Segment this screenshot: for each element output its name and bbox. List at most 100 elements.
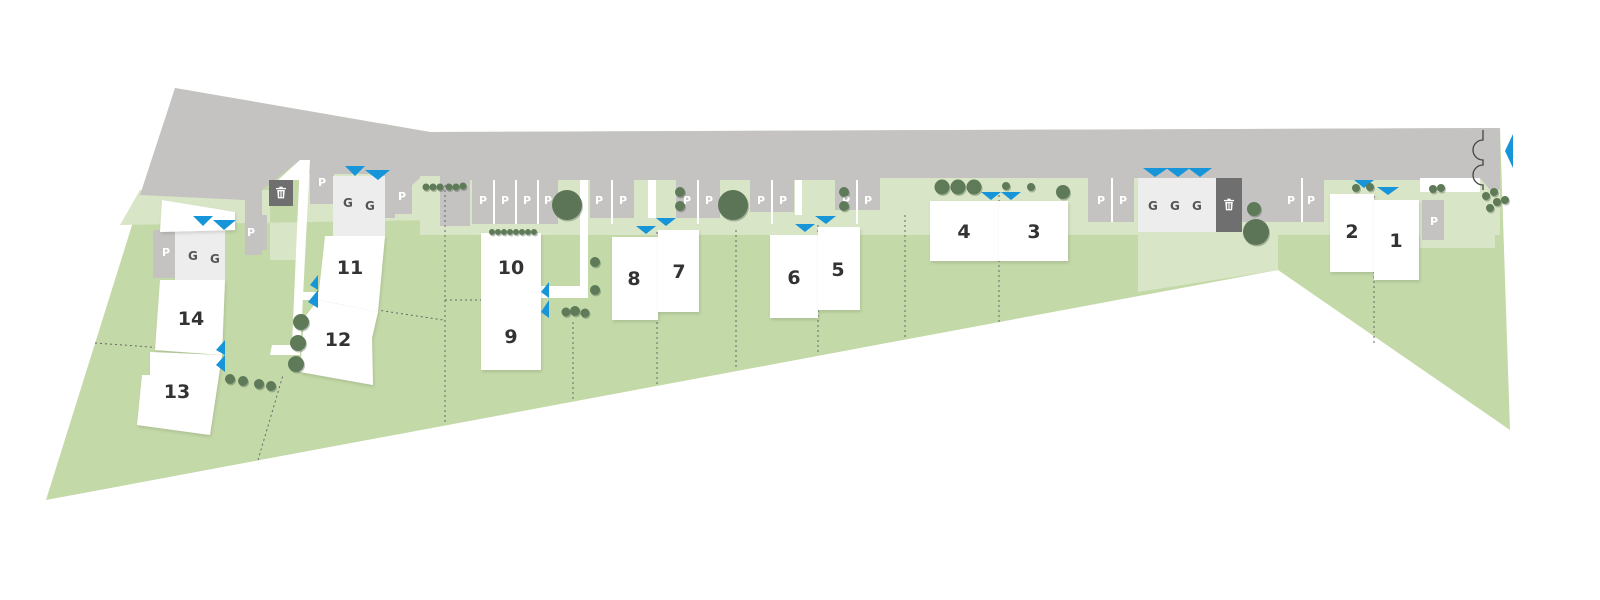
parking-label: P <box>595 194 603 207</box>
tree-icon <box>1501 196 1509 204</box>
tree-icon <box>590 257 600 267</box>
house-number: 11 <box>337 257 363 279</box>
parking-label: P <box>842 194 850 207</box>
house-9[interactable] <box>481 300 541 370</box>
garages: G G G G G G G <box>175 176 1218 280</box>
house-11[interactable] <box>318 236 385 312</box>
house-number: 13 <box>164 381 190 403</box>
parking-spot <box>388 176 412 214</box>
tree-icon <box>459 182 467 190</box>
tree-icon <box>934 179 950 195</box>
garage-block-east <box>1138 178 1218 232</box>
tree-icon <box>225 374 235 384</box>
parking-spot <box>494 180 516 224</box>
house-4[interactable] <box>930 201 999 261</box>
house-7[interactable] <box>658 230 699 312</box>
footpath-8 <box>580 180 588 298</box>
house-number: 6 <box>787 267 800 289</box>
footpath-bin <box>278 160 300 180</box>
tree-icon <box>1486 204 1494 212</box>
parking-spot <box>1090 178 1112 222</box>
house-5[interactable] <box>818 227 860 310</box>
house-10[interactable] <box>481 233 541 300</box>
house-12[interactable] <box>300 300 378 385</box>
tree-icon <box>254 379 264 389</box>
entrance-marker-icon <box>1354 180 1374 188</box>
house-number: 12 <box>325 329 351 351</box>
tree-icon <box>1027 183 1035 191</box>
house-6[interactable] <box>770 235 818 318</box>
tree-icon <box>495 229 501 235</box>
tree-icon <box>1366 183 1374 191</box>
tree-icon <box>489 229 495 235</box>
parking-spot <box>772 180 794 212</box>
tree-icon <box>590 285 600 295</box>
parking-spot <box>472 180 494 224</box>
footpath-12 <box>300 292 320 300</box>
tree-icon <box>436 183 444 191</box>
entrance-marker-icon <box>541 282 549 298</box>
house-3[interactable] <box>999 201 1068 261</box>
entrance-marker-icon <box>795 224 815 232</box>
parking-label: P <box>1287 194 1295 207</box>
parking-label: P <box>779 194 787 207</box>
tree-icon <box>839 201 849 211</box>
house-number: 1 <box>1389 230 1402 252</box>
entrance-marker-icon <box>656 218 676 226</box>
parking-spot <box>153 230 175 278</box>
house-number: 14 <box>178 308 204 330</box>
parking-label: P <box>247 226 255 239</box>
tree-icon <box>452 183 460 191</box>
tree-icon <box>1429 185 1437 193</box>
parking-label: P <box>162 246 170 259</box>
house-number: 2 <box>1345 221 1358 243</box>
parking-label: P <box>1430 215 1438 228</box>
tree-icon <box>501 229 507 235</box>
entrance-marker-icon <box>1377 187 1399 195</box>
entrance-marker-icon <box>216 355 225 372</box>
house-8[interactable] <box>612 237 658 320</box>
tree-icon <box>675 201 685 211</box>
entrance-marker-icon <box>1001 192 1021 200</box>
parking-spot <box>310 174 334 204</box>
entrance-markers <box>193 166 1399 372</box>
garage-label: G <box>365 199 375 213</box>
parking-spot <box>538 180 558 224</box>
parking-spot <box>1422 200 1444 240</box>
parking-label: P <box>501 194 509 207</box>
garage-label: G <box>1192 199 1202 213</box>
parking-label: P <box>1119 194 1127 207</box>
tree-icon <box>1493 198 1501 206</box>
tree-icon <box>519 229 525 235</box>
tree-icon <box>966 179 982 195</box>
parking-label: P <box>544 194 552 207</box>
lawn-courtyard-east <box>1138 230 1278 292</box>
tree-icon <box>675 187 685 197</box>
garage-block-14 <box>175 230 225 280</box>
entrance-marker-icon <box>310 275 318 290</box>
entrance-marker-icon <box>193 216 213 226</box>
parking-label: P <box>705 194 713 207</box>
entrance-marker-icon <box>365 170 390 180</box>
gate-icon <box>1472 130 1484 190</box>
parking-spot <box>698 180 720 218</box>
house-2[interactable] <box>1330 194 1374 272</box>
house-14[interactable] <box>155 280 225 355</box>
parking-label: P <box>864 194 872 207</box>
tree-icon <box>1002 182 1010 190</box>
entrance-marker-icon <box>308 290 318 308</box>
garage-block-11 <box>333 176 385 236</box>
footpath-6-5 <box>795 180 802 215</box>
house-number: 7 <box>672 261 685 283</box>
house-13[interactable] <box>137 352 222 435</box>
house-number: 5 <box>831 259 844 281</box>
house-1[interactable] <box>1374 200 1419 280</box>
garage-label: G <box>210 252 220 266</box>
entrance-marker-icon <box>1505 134 1513 168</box>
house-number: 8 <box>627 268 640 290</box>
tree-icon <box>238 376 248 386</box>
tree-icon <box>1056 185 1070 199</box>
tree-icon <box>1490 188 1498 196</box>
parking-spot <box>590 180 612 218</box>
